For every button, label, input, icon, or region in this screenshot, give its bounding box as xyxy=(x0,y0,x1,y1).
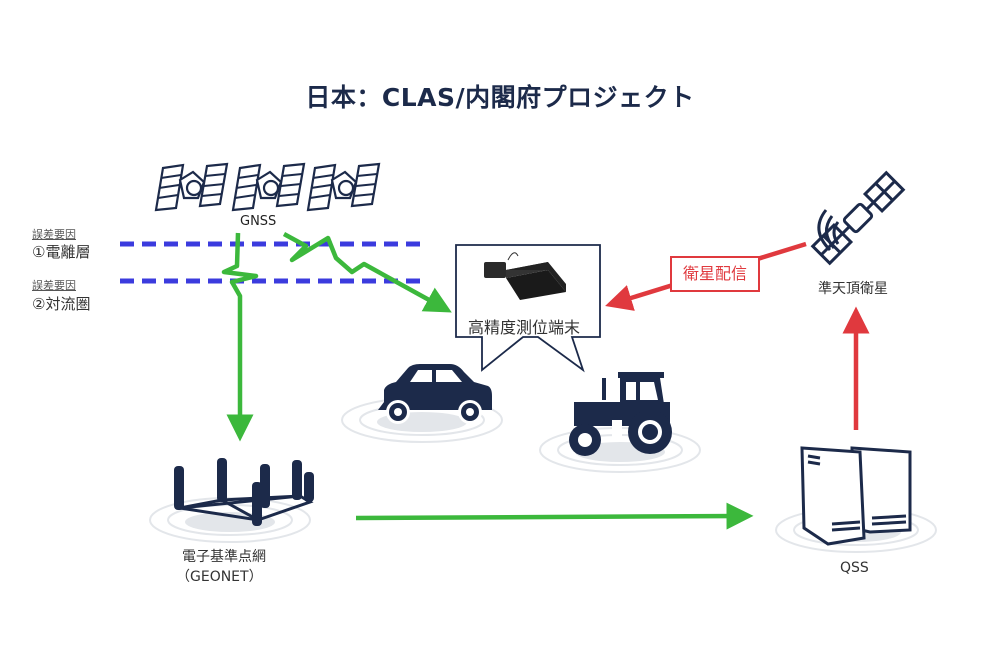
error-factor-1-name: ①電離層 xyxy=(32,243,91,261)
receiver-label: 高精度測位端末 xyxy=(468,318,581,337)
server-icon xyxy=(800,446,912,546)
broadcast-label: 衛星配信 xyxy=(670,256,760,292)
qzss-satellite-icon xyxy=(810,170,906,266)
geonet-sublabel: （GEONET） xyxy=(176,569,263,585)
qzss-label: 準天頂衛星 xyxy=(818,281,888,297)
receiver-callout xyxy=(455,244,601,373)
qss-label: QSS xyxy=(840,560,869,576)
error-factor-1-caption: 誤差要因 xyxy=(32,228,76,241)
gnss-satellite-1 xyxy=(154,162,229,212)
error-factor-2-caption: 誤差要因 xyxy=(32,279,76,292)
page-title: 日本：CLAS/内閣府プロジェクト xyxy=(305,83,695,112)
tractor-group xyxy=(539,372,701,473)
error-factor-2-name: ②対流圏 xyxy=(32,295,91,313)
qss-group xyxy=(775,446,937,553)
geonet-group xyxy=(149,458,314,543)
gnss-label: GNSS xyxy=(240,214,277,229)
gnss-to-geonet-signal xyxy=(221,232,259,442)
gnss-to-receiver-signal xyxy=(282,232,452,313)
gnss-satellite-3 xyxy=(306,162,381,212)
tractor-icon xyxy=(569,372,672,456)
geonet-to-qss-arrow xyxy=(355,502,754,530)
car-icon xyxy=(378,364,492,424)
car-group xyxy=(341,364,503,443)
receiver-device-icon xyxy=(484,252,566,300)
gnss-satellite-2 xyxy=(231,162,306,212)
geonet-label: 電子基準点網 xyxy=(182,549,266,565)
